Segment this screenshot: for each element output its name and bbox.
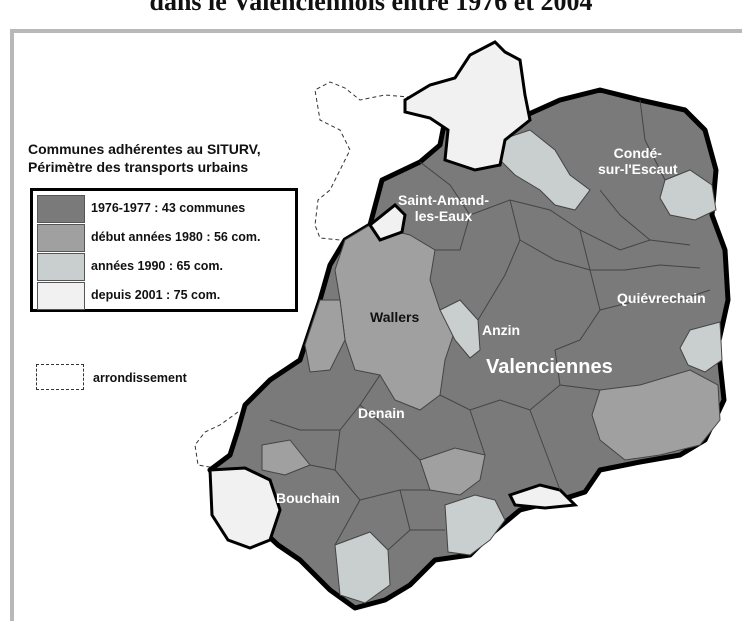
place-conde: Condé- sur-l'Escaut — [598, 145, 678, 177]
place-wallers: Wallers — [370, 309, 420, 325]
zone-1990-anzin — [439, 299, 481, 359]
map-title: dans le Valenciennois entre 1976 et 2004 — [149, 0, 593, 16]
zone-1990-south2 — [444, 494, 506, 556]
commune-borders — [269, 99, 711, 551]
zone-2001-north — [403, 40, 532, 172]
arrondissement-swatch — [36, 364, 84, 390]
place-denain: Denain — [358, 405, 405, 421]
legend-swatch — [37, 195, 85, 223]
legend-title: Communes adhérentes au SITURV, Périmètre… — [28, 140, 261, 176]
zone-1990-south — [334, 531, 391, 604]
arrondissement-label: arrondissement — [93, 371, 187, 385]
zone-2001-bouchain — [208, 466, 282, 550]
frame-left-border — [10, 29, 14, 621]
zone-1990-quiev — [679, 321, 723, 373]
place-anzin: Anzin — [482, 322, 521, 338]
legend-label: 1976-1977 : 43 communes — [91, 201, 246, 215]
legend-label: depuis 2001 : 75 com. — [91, 288, 221, 302]
zone-1980-east — [591, 369, 721, 461]
legend-swatch — [37, 253, 85, 281]
legend-label: début années 1980 : 56 com. — [91, 230, 261, 244]
zone-2001-south — [507, 483, 579, 510]
legend-swatch — [37, 282, 85, 310]
zone-1990-conde — [659, 169, 717, 221]
frame-top-border — [10, 29, 742, 33]
zone-2001-saint-amand — [367, 202, 407, 242]
legend-title-line2: Périmètre des transports urbains — [28, 159, 249, 175]
arrondissement-boundary — [314, 81, 446, 241]
place-bouchain: Bouchain — [276, 490, 340, 506]
zone-1980-west — [304, 299, 346, 373]
legend-swatch — [37, 224, 85, 252]
zone-1980-sw — [261, 439, 311, 476]
zone-1990-north — [499, 129, 591, 211]
legend-title-line1: Communes adhérentes au SITURV, — [28, 141, 261, 157]
legend-label: années 1990 : 65 com. — [91, 259, 224, 273]
place-valenciennes: Valenciennes — [486, 356, 613, 378]
place-saint-amand: Saint-Amand- les-Eaux — [398, 192, 489, 224]
legend-box: 1976-1977 : 43 communes début années 198… — [30, 188, 298, 312]
place-quievrechain: Quiévrechain — [617, 290, 706, 306]
